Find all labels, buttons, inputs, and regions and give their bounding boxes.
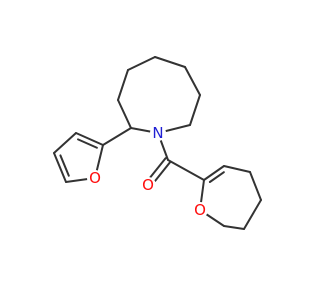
atom-background-o_carbonyl: [140, 177, 156, 193]
bond-19: [249, 171, 262, 201]
bond-2: [117, 69, 129, 101]
bond-3: [127, 56, 156, 71]
bond-1: [117, 99, 132, 129]
bond-13-inner: [59, 154, 70, 177]
bond-10: [102, 127, 132, 146]
bond-5: [184, 66, 201, 96]
atom-label-n1: N: [152, 124, 163, 142]
bond-18: [223, 165, 251, 173]
bond-11: [75, 132, 104, 146]
bond-11-inner: [77, 138, 98, 149]
bond-21: [223, 225, 245, 230]
molecule-structure: N O O O: [53, 56, 262, 230]
bond-17: [203, 165, 225, 181]
molecule-diagram: N O O O: [53, 56, 262, 230]
bond-13: [53, 152, 67, 183]
atom-background-n1: [150, 125, 166, 141]
atom-label-o-carbonyl: O: [142, 176, 154, 194]
atom-label-o-pyran: O: [194, 201, 206, 219]
bond-4: [154, 56, 186, 68]
bond-17-inner: [208, 171, 225, 183]
atom-label-o-furan: O: [89, 169, 101, 187]
bond-16: [167, 159, 205, 181]
atom-background-o_furan: [87, 170, 103, 186]
bond-20: [243, 199, 262, 230]
bond-12: [53, 132, 77, 154]
bond-6: [189, 94, 201, 126]
atom-background-o_pyran: [192, 202, 208, 218]
